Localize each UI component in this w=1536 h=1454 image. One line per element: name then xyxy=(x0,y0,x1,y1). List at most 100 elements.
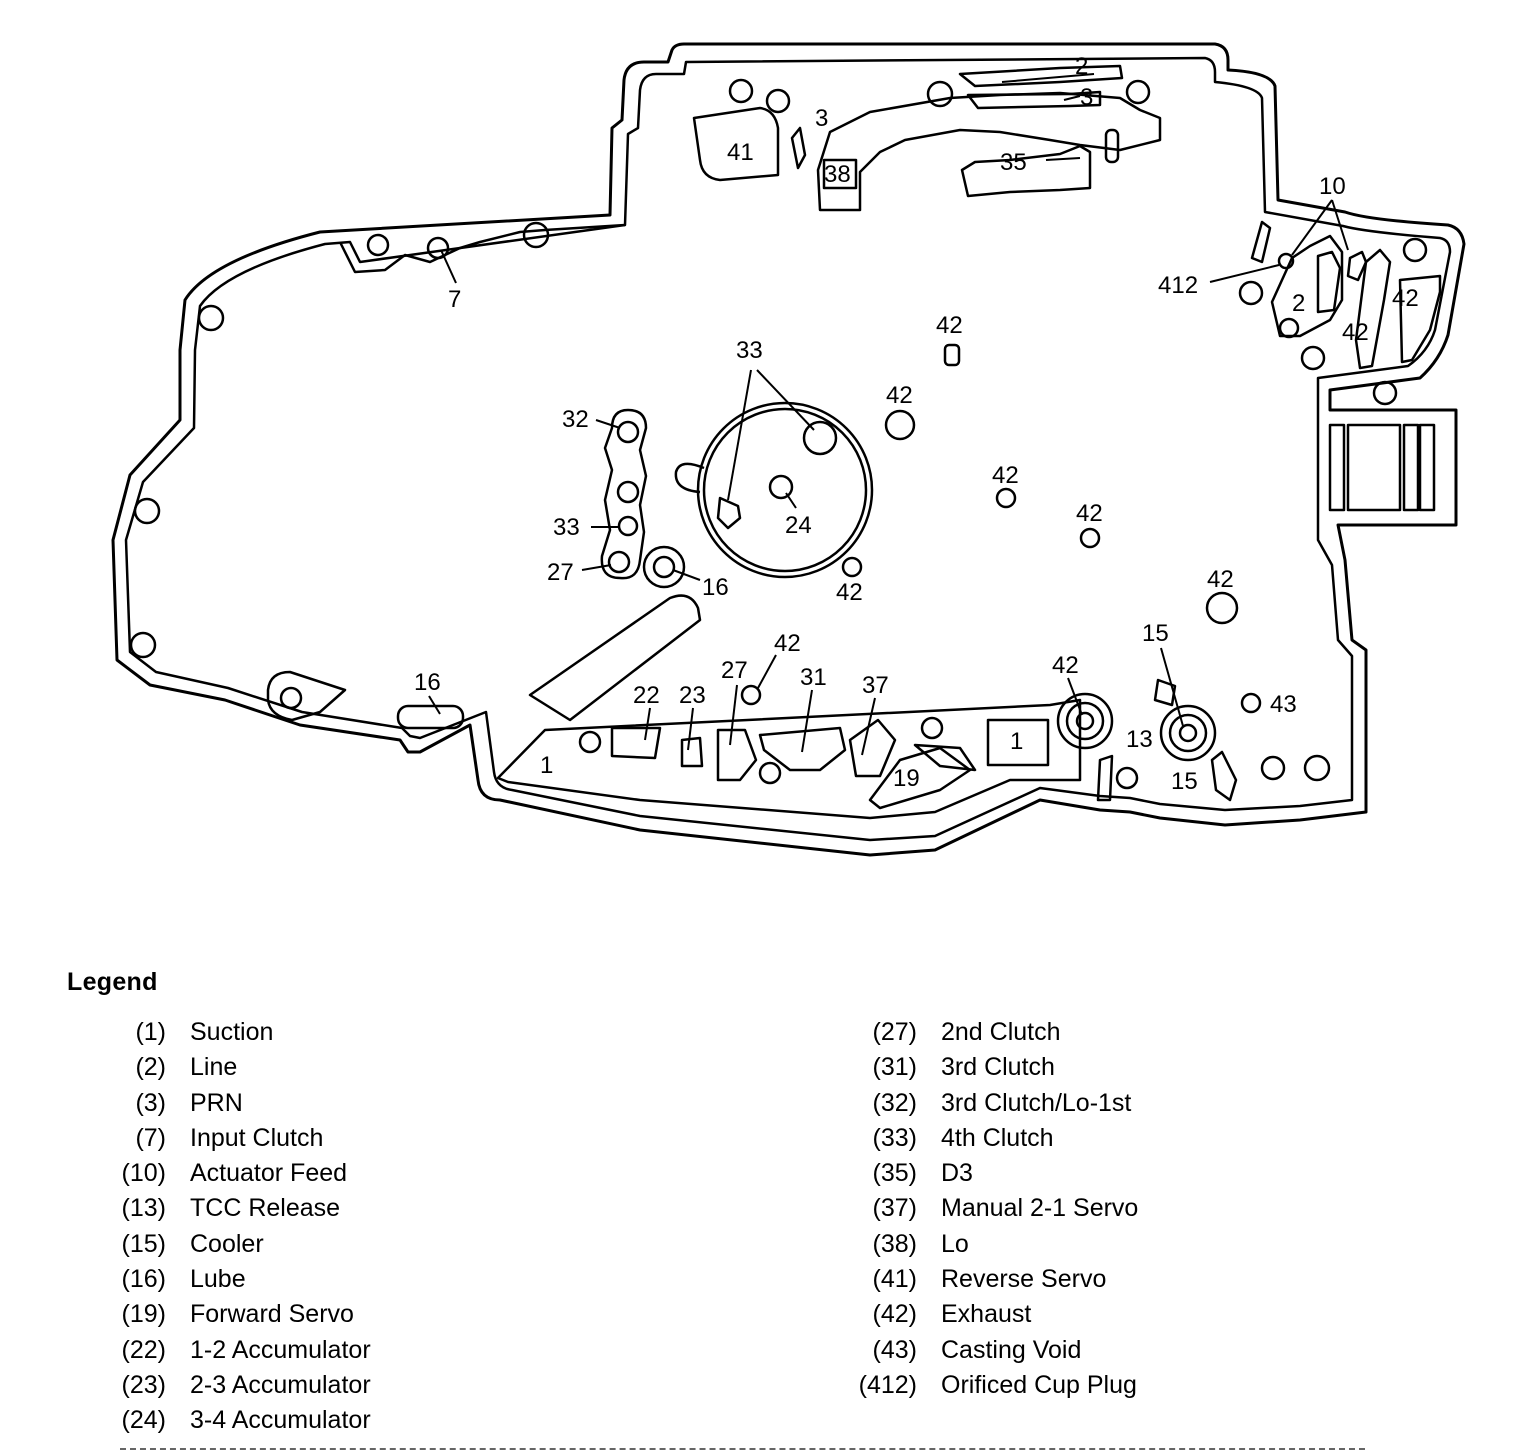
legend-label: Reverse Servo xyxy=(941,1265,1107,1294)
top-channels xyxy=(692,64,1162,212)
legend-label: 3rd Clutch xyxy=(941,1053,1055,1082)
legend-code: (31) xyxy=(872,1053,917,1082)
gasket-outline-inner xyxy=(124,56,1452,842)
legend-code: (7) xyxy=(135,1123,166,1152)
exhaust-holes xyxy=(740,343,1262,714)
leader-lines xyxy=(428,73,1349,756)
callout-1-left: 1 xyxy=(540,752,553,779)
callout-22: 22 xyxy=(633,682,660,709)
callout-23: 23 xyxy=(679,682,706,709)
legend-label: 4th Clutch xyxy=(941,1123,1054,1152)
callout-3-top-a: 3 xyxy=(1080,84,1093,111)
legend-code: (41) xyxy=(872,1265,917,1294)
callout-2-top: 2 xyxy=(1075,53,1088,80)
legend-label: Manual 2-1 Servo xyxy=(941,1194,1139,1223)
callout-35: 35 xyxy=(1000,149,1027,176)
legend-code: (13) xyxy=(121,1194,166,1223)
legend-label: Casting Void xyxy=(941,1335,1082,1364)
legend-label: Exhaust xyxy=(941,1300,1032,1329)
legend-label: Lube xyxy=(190,1265,246,1294)
legend-code: (19) xyxy=(121,1300,166,1329)
legend-code: (35) xyxy=(872,1159,917,1188)
right-valve-area xyxy=(1250,220,1442,370)
callout-37: 37 xyxy=(862,672,889,699)
callout-16-mid: 16 xyxy=(702,574,729,601)
legend-code: (38) xyxy=(872,1229,917,1258)
callout-38: 38 xyxy=(824,161,851,188)
callout-27-left: 27 xyxy=(547,559,574,586)
legend-label: Actuator Feed xyxy=(190,1159,348,1188)
cooler-rings xyxy=(1056,692,1217,762)
callout-13: 13 xyxy=(1126,726,1153,753)
legend-code: (24) xyxy=(121,1406,166,1435)
callout-3-top-b: 3 xyxy=(815,105,828,132)
legend-label: Cooler xyxy=(190,1229,264,1258)
legend-label: Suction xyxy=(190,1018,274,1046)
callout-42-right-b: 42 xyxy=(1342,319,1369,346)
legend-code: (16) xyxy=(121,1265,166,1294)
callout-15-top: 15 xyxy=(1142,620,1169,647)
callout-10: 10 xyxy=(1319,173,1346,200)
callout-42-right-a: 42 xyxy=(1392,285,1419,312)
right-slot-block xyxy=(1328,423,1436,512)
callout-412: 412 xyxy=(1158,272,1198,299)
callout-labels: 7 2 3 3 41 38 35 10 412 2 42 42 42 33 42… xyxy=(414,53,1419,795)
valve-body-gasket-diagram: 7 2 3 3 41 38 35 10 412 2 42 42 42 33 42… xyxy=(111,42,1466,857)
legend-code: (412) xyxy=(858,1370,917,1399)
legend-label: 2nd Clutch xyxy=(941,1018,1061,1046)
callout-32: 32 xyxy=(562,406,589,433)
legend-code: (22) xyxy=(121,1335,166,1364)
legend-label: 2-3 Accumulator xyxy=(190,1370,371,1399)
callout-2-right: 2 xyxy=(1292,290,1305,317)
legend-code: (42) xyxy=(872,1300,917,1329)
gasket-outline-outer xyxy=(111,42,1466,857)
callout-7: 7 xyxy=(448,286,461,313)
callout-33-top: 33 xyxy=(736,337,763,364)
callout-1-right: 1 xyxy=(1010,728,1023,755)
callout-41: 41 xyxy=(727,139,754,166)
legend-title: Legend xyxy=(67,968,158,996)
callout-42-b: 42 xyxy=(886,382,913,409)
callout-27-low: 27 xyxy=(721,657,748,684)
callout-42-center: 42 xyxy=(936,312,963,339)
callout-24: 24 xyxy=(785,512,812,539)
legend-label: 3-4 Accumulator xyxy=(190,1406,371,1435)
legend-label: Lo xyxy=(941,1229,969,1258)
legend-code: (37) xyxy=(872,1194,917,1223)
legend-code: (15) xyxy=(121,1229,166,1258)
callout-42-c: 42 xyxy=(992,462,1019,489)
callout-42-e: 42 xyxy=(836,579,863,606)
lower-channels xyxy=(266,594,1238,820)
left-hole-chain xyxy=(600,408,686,589)
legend-label: PRN xyxy=(190,1088,243,1117)
legend-code: (32) xyxy=(872,1088,917,1117)
legend-label: Input Clutch xyxy=(190,1123,324,1152)
bottom-divider xyxy=(120,1448,1365,1450)
legend-code: (33) xyxy=(872,1123,917,1152)
legend-label: D3 xyxy=(941,1159,973,1188)
legend-code: (3) xyxy=(135,1088,166,1117)
callout-42-d: 42 xyxy=(1076,500,1103,527)
callout-33-mid: 33 xyxy=(553,514,580,541)
callout-43: 43 xyxy=(1270,691,1297,718)
legend-label: TCC Release xyxy=(190,1194,341,1223)
accumulator-circle xyxy=(674,401,874,579)
callout-42-h: 42 xyxy=(1052,652,1079,679)
callout-31: 31 xyxy=(800,664,827,691)
bolt-holes xyxy=(129,78,1428,790)
callout-16-low: 16 xyxy=(414,669,441,696)
callout-15-low: 15 xyxy=(1171,768,1198,795)
legend-code: (1) xyxy=(135,1018,166,1046)
legend-label: Forward Servo xyxy=(190,1300,354,1329)
legend-code: (10) xyxy=(121,1159,166,1188)
callout-42-f: 42 xyxy=(1207,566,1234,593)
legend-code: (23) xyxy=(121,1370,166,1399)
legend-code: (27) xyxy=(872,1018,917,1046)
legend-code: (2) xyxy=(135,1053,166,1082)
legend-code: (43) xyxy=(872,1335,917,1364)
legend-label: 1-2 Accumulator xyxy=(190,1335,371,1364)
legend-label: 3rd Clutch/Lo-1st xyxy=(941,1088,1132,1117)
callout-19: 19 xyxy=(893,765,920,792)
legend-label: Orificed Cup Plug xyxy=(941,1370,1137,1399)
callout-42-g: 42 xyxy=(774,630,801,657)
